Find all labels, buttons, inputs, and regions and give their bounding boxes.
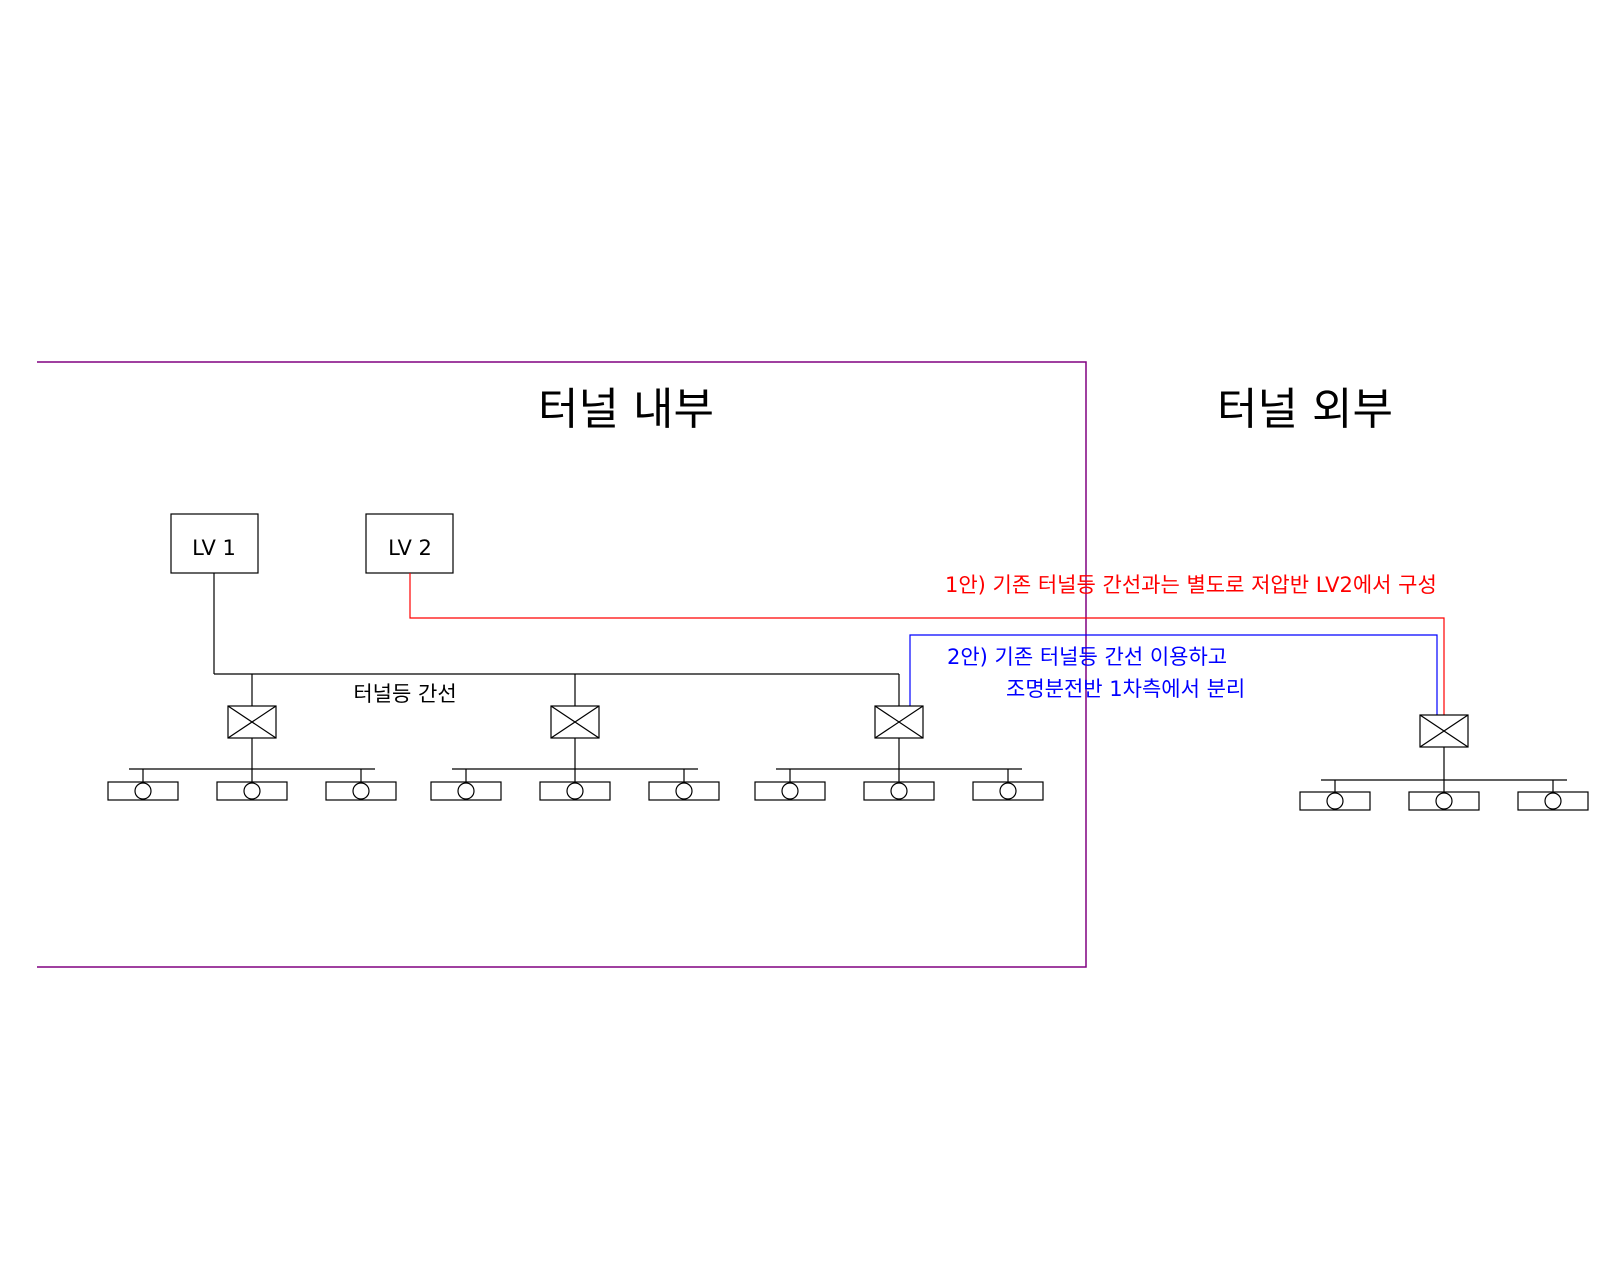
feeder-label: 터널등 간선 [353, 682, 456, 706]
tunnel-boundary [37, 361, 1087, 968]
board-group-1 [107, 705, 397, 801]
lv2-label: LV 2 [388, 536, 432, 560]
option1-route [409, 573, 1445, 715]
luminaire-icon [539, 781, 611, 801]
tunnel-inside-title: 터널 내부 [538, 384, 714, 435]
luminaire-icon [863, 781, 935, 801]
lv1-label: LV 1 [192, 536, 236, 560]
lv2-panel [365, 513, 454, 574]
option2-route [909, 634, 1438, 715]
lv1-panel [170, 513, 259, 574]
tunnel-outside-title: 터널 외부 [1217, 384, 1393, 435]
luminaire-icon [430, 781, 502, 801]
option2-note-line1: 2안) 기존 터널등 간선 이용하고 [947, 645, 1227, 669]
option2-note-line2: 조명분전반 1차측에서 분리 [1006, 677, 1245, 701]
board-group-2 [430, 705, 720, 801]
main-feeder [213, 573, 900, 706]
distribution-boards [107, 705, 1589, 811]
luminaire-icon [754, 781, 826, 801]
luminaire-icon [972, 781, 1044, 801]
luminaire-icon [1517, 791, 1589, 811]
luminaire-icon [1299, 791, 1371, 811]
luminaire-icon [1408, 791, 1480, 811]
board-group-3 [754, 705, 1044, 801]
luminaire-icon [107, 781, 179, 801]
board-group-4 [1299, 714, 1589, 811]
luminaire-icon [216, 781, 288, 801]
option1-note: 1안) 기존 터널등 간선과는 별도로 저압반 LV2에서 구성 [945, 573, 1437, 597]
luminaire-icon [325, 781, 397, 801]
luminaire-icon [648, 781, 720, 801]
